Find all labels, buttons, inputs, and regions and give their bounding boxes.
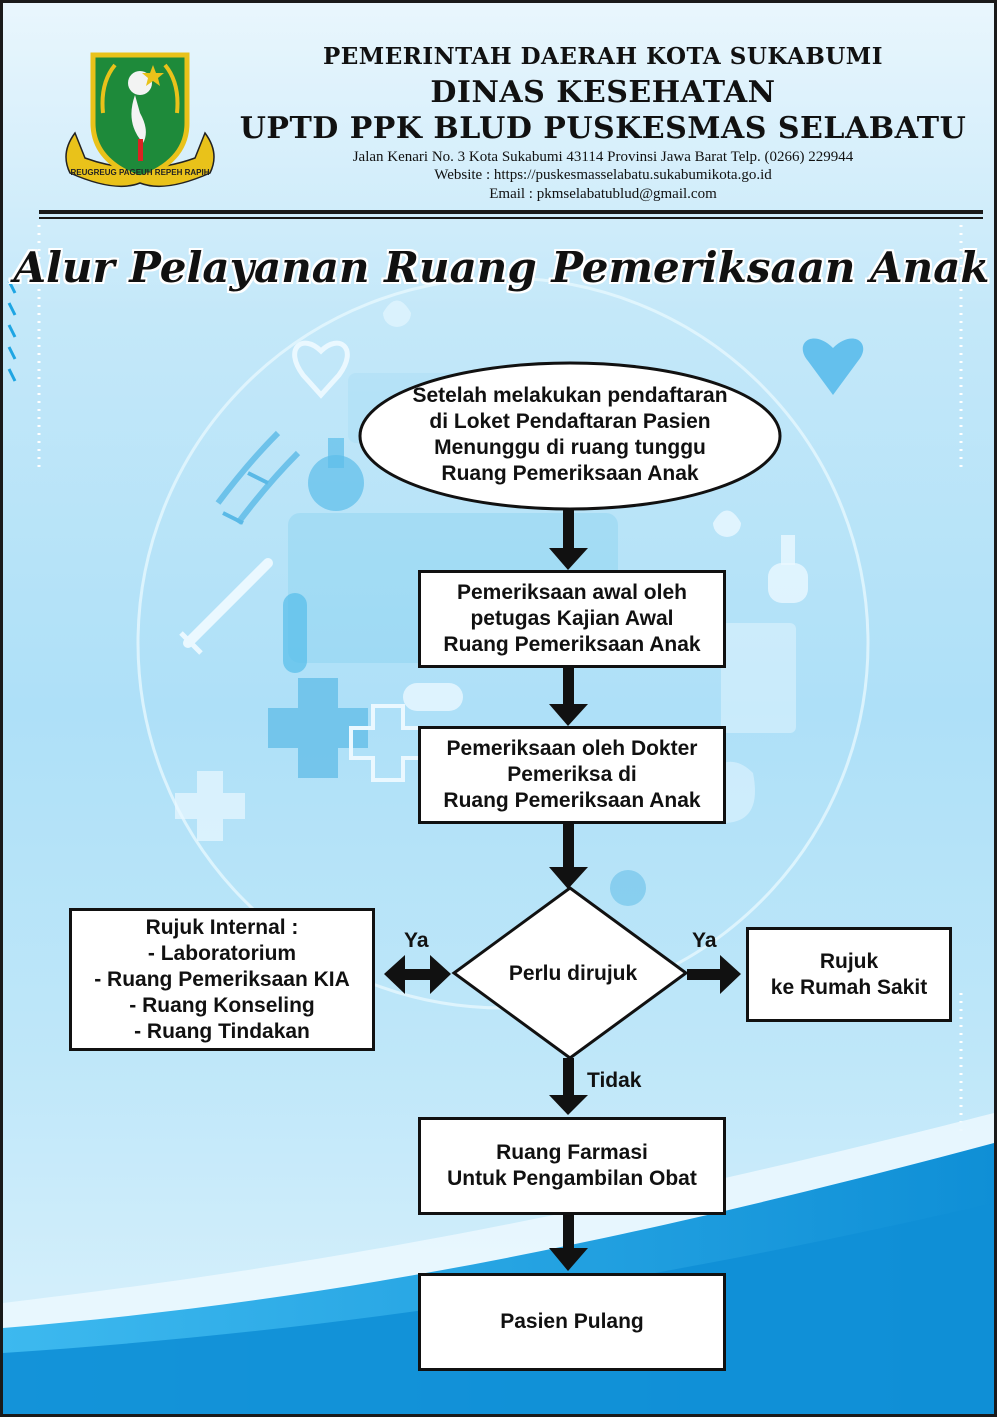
arrow-head [549,867,588,889]
arrow-shaft [563,1213,574,1249]
yes-label-right: Ya [692,929,717,952]
step-doctor-examination: Pemeriksaan oleh Dokter Pemeriksa di Rua… [418,726,726,824]
hospital-referral-label: Rujuk ke Rumah Sakit [770,949,928,999]
arrow-shaft [563,666,574,704]
header-divider-thin [39,217,983,219]
government-name: PEMERINTAH DAERAH KOTA SUKABUMI [322,43,884,70]
arrow-shaft [563,1058,574,1097]
arrow-shaft [405,969,431,980]
pharmacy-node: Ruang Farmasi Untuk Pengambilan Obat [418,1117,726,1215]
arrow-head [430,955,451,994]
city-emblem-logo: REUGREUG PAGEUH REPEH RAPIH [65,52,215,188]
yes-label-left: Ya [404,929,429,952]
decision-diamond-shape [451,886,689,1060]
department-name: DINAS KESEHATAN [430,75,776,110]
end-node: Pasien Pulang [418,1273,726,1371]
arrow-head [549,704,588,726]
start-ellipse-shape [358,361,782,511]
arrow-head [720,955,741,994]
internal-referral-node: Rujuk Internal : - Laboratorium - Ruang … [69,908,375,1051]
hospital-referral-node: Rujuk ke Rumah Sakit [746,927,952,1022]
step-doctor-examination-label: Pemeriksaan oleh Dokter Pemeriksa di Rua… [443,737,701,812]
step-initial-examination-label: Pemeriksaan awal oleh petugas Kajian Awa… [443,581,701,656]
institution-name: UPTD PPK BLUD PUSKESMAS SELABATU [239,111,967,146]
arrow-head [384,955,405,994]
header-divider-thick [39,210,983,214]
letterhead: REUGREUG PAGEUH REPEH RAPIH PEMERINTAH D… [3,3,994,219]
decision-node: Perlu dirujuk [508,962,638,985]
start-node: Setelah melakukan pendaftaran di Loket P… [412,384,728,485]
internal-referral-label: Rujuk Internal : - Laboratorium - Ruang … [94,915,350,1043]
arrow-shaft [687,969,723,980]
arrow-shaft [563,506,574,548]
arrow-shaft [563,823,574,867]
arrow-head [549,1095,588,1115]
pharmacy-label: Ruang Farmasi Untuk Pengambilan Obat [447,1141,697,1190]
flowchart-connectors [358,361,782,1271]
email-line: Email : pkmselabatublud@gmail.com [489,186,717,202]
website-line: Website : https://puskesmasselabatu.suka… [434,167,772,183]
no-label: Tidak [587,1069,642,1092]
arrow-head [549,548,588,570]
page-title: Alur Pelayanan Ruang Pemeriksaan Anak [13,243,990,292]
end-label: Pasien Pulang [500,1310,644,1333]
address-line: Jalan Kenari No. 3 Kota Sukabumi 43114 P… [352,149,854,165]
step-initial-examination: Pemeriksaan awal oleh petugas Kajian Awa… [418,570,726,668]
logo-motto: REUGREUG PAGEUH REPEH RAPIH [71,168,210,177]
arrow-head [549,1248,588,1271]
